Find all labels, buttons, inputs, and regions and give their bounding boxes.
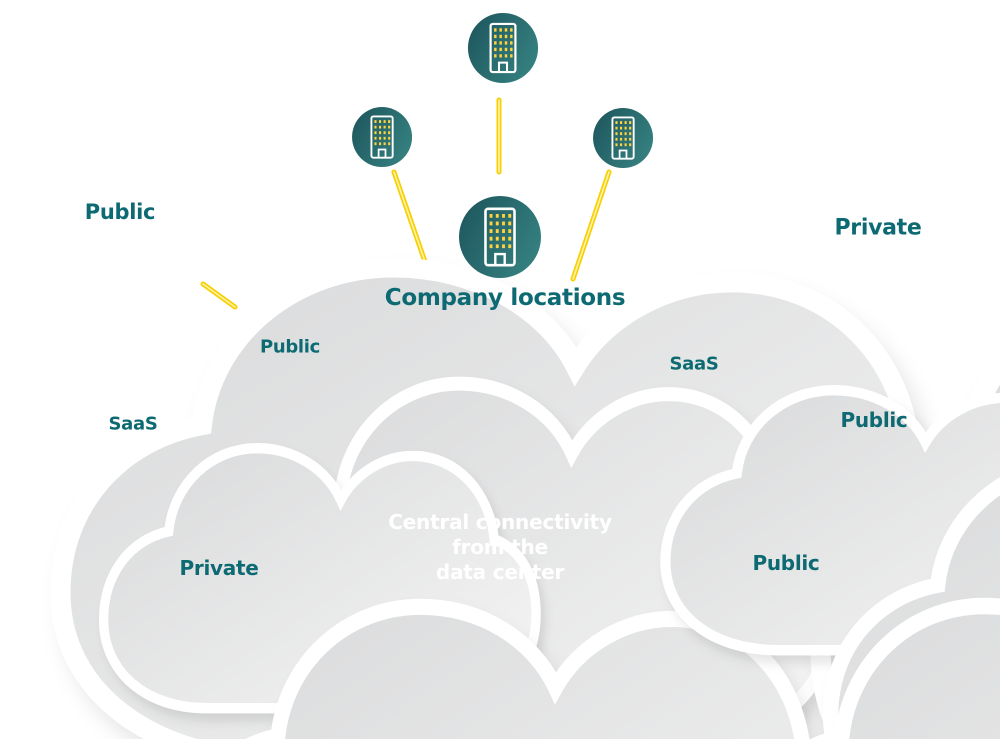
office-building-icon — [591, 106, 655, 170]
clouds — [60, 268, 1000, 739]
central-caption-line2: from the — [452, 535, 548, 559]
office-building-icon — [350, 105, 414, 169]
cloud-label-public-mid-left: Public — [259, 336, 321, 358]
company-locations-heading: Company locations — [384, 285, 626, 311]
cloud-label-public-bottom-right: Public — [752, 551, 820, 575]
cloud-label-public-right: Public — [840, 408, 908, 432]
cloud-label-public-top-left: Public — [84, 200, 156, 224]
office-building-icon — [466, 11, 540, 85]
central-caption-line3: data center — [435, 560, 565, 584]
office-building-icon — [457, 194, 543, 280]
company-location-nodes — [350, 11, 655, 280]
cloud-label-private-bottom-left: Private — [179, 556, 259, 580]
cloud-label-saas-right: SaaS — [669, 353, 719, 375]
central-hub-caption: Central connectivity from the data cente… — [350, 510, 650, 585]
cloud-label-saas-left: SaaS — [108, 413, 158, 435]
cloud-label-private-top-right: Private — [834, 215, 922, 241]
central-caption-line1: Central connectivity — [388, 510, 612, 534]
